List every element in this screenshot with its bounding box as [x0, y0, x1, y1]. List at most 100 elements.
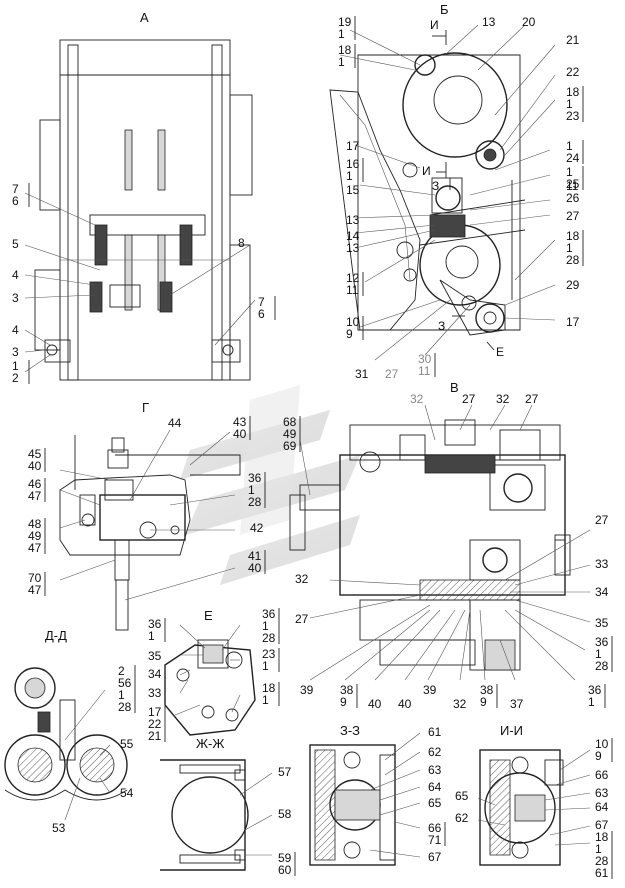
view-title-v: В — [450, 380, 459, 395]
callout-i3: 65 — [455, 789, 469, 803]
section-mark-i-top: И — [430, 18, 439, 32]
callout-number: 58 — [278, 807, 292, 821]
callout-number: 18 — [338, 43, 352, 57]
callout-a6: 76 — [258, 295, 276, 321]
callout-a5: 8 — [238, 236, 245, 250]
section-mark-e: Е — [496, 345, 504, 359]
callout-number: 28 — [262, 631, 276, 645]
callout-i2: 66 — [595, 768, 609, 782]
callout-number: 10 — [595, 737, 609, 751]
callout-number: 38 — [480, 683, 494, 697]
callout-number: 11 — [566, 179, 579, 193]
callout-number: 32 — [453, 697, 467, 711]
callout-number: 46 — [28, 477, 42, 491]
callout-a1: 76 — [12, 182, 30, 208]
view-g-drawing — [59, 435, 241, 631]
callout-number: 28 — [566, 253, 580, 267]
callout-number: 17 — [346, 139, 360, 153]
callout-number: 30 — [418, 352, 432, 366]
callout-number: 36 — [248, 471, 262, 485]
callout-b23: 17 — [566, 315, 580, 329]
callout-number: 65 — [428, 796, 442, 810]
callout-number: 61 — [595, 866, 609, 880]
callout-number: 49 — [283, 427, 297, 441]
callout-number: 18 — [595, 830, 609, 844]
callout-b4: 20 — [522, 15, 536, 29]
callout-number: 13 — [346, 241, 360, 255]
callout-number: 29 — [566, 278, 580, 292]
callout-number: 62 — [428, 745, 442, 759]
callout-number: 10 — [346, 315, 360, 329]
callout-v9: 27 — [295, 612, 309, 626]
callout-d4: 53 — [52, 821, 66, 835]
callout-number: 28 — [595, 659, 609, 673]
callout-e1: 361 — [148, 617, 166, 643]
callout-number: 24 — [566, 151, 580, 165]
callout-number: 31 — [355, 367, 369, 381]
callout-v3: 32 — [496, 392, 510, 406]
callout-number: 21 — [148, 729, 162, 743]
callout-b17: 14 — [346, 229, 360, 243]
callout-i5: 64 — [595, 800, 609, 814]
callout-b6: 22 — [566, 65, 580, 79]
callout-v5: 27 — [595, 513, 609, 527]
callout-number: 2 — [118, 664, 125, 678]
callout-number: 40 — [368, 697, 382, 711]
callout-number: 60 — [278, 863, 292, 877]
view-title-g: Г — [142, 400, 149, 415]
callout-number: 1 — [566, 139, 573, 153]
callout-number: 17 — [148, 705, 162, 719]
callout-v18: 389 — [480, 683, 498, 709]
callout-number: 41 — [248, 549, 262, 563]
callout-number: 36 — [595, 635, 609, 649]
callout-number: 64 — [428, 780, 442, 794]
view-a-drawing — [34, 39, 253, 381]
callout-number: 18 — [566, 85, 580, 99]
callout-number: 59 — [278, 851, 292, 865]
callout-number: 62 — [455, 811, 469, 825]
callout-number: 9 — [480, 695, 487, 709]
callout-number: 1 — [248, 483, 255, 497]
callout-number: 27 — [525, 392, 539, 406]
callout-number: 36 — [588, 683, 602, 697]
callout-number: 28 — [595, 854, 609, 868]
section-mark-z2: З — [438, 319, 445, 333]
callout-number: 1 — [338, 55, 345, 69]
callout-z5: 65 — [428, 796, 442, 810]
callout-number: 67 — [428, 850, 442, 864]
callout-d2: 55 — [120, 737, 134, 751]
callout-number: 7 — [258, 295, 265, 309]
callout-number: 1 — [566, 165, 573, 179]
callout-number: 34 — [148, 667, 162, 681]
callout-i7: 67 — [595, 818, 609, 832]
view-v-drawing — [289, 419, 571, 671]
callout-z1: 61 — [428, 725, 442, 739]
callout-number: 39 — [300, 683, 314, 697]
callout-zh1: 57 — [278, 765, 292, 779]
callout-number: 1 — [566, 241, 573, 255]
callout-number: 71 — [428, 833, 442, 847]
callout-number: 3 — [12, 291, 19, 305]
callout-e7: 181 — [262, 681, 280, 707]
callout-z2: 62 — [428, 745, 442, 759]
callout-v14: 40 — [368, 697, 382, 711]
callout-number: 40 — [248, 561, 262, 575]
callout-number: 1 — [346, 169, 353, 183]
callout-b1: 191 — [338, 15, 356, 41]
callout-number: 40 — [28, 459, 42, 473]
callout-number: 25 — [566, 177, 580, 191]
callout-number: 1 — [595, 647, 602, 661]
callout-number: 1 — [262, 659, 269, 673]
view-title-ii: И-И — [500, 723, 523, 738]
callout-number: 44 — [168, 416, 182, 430]
